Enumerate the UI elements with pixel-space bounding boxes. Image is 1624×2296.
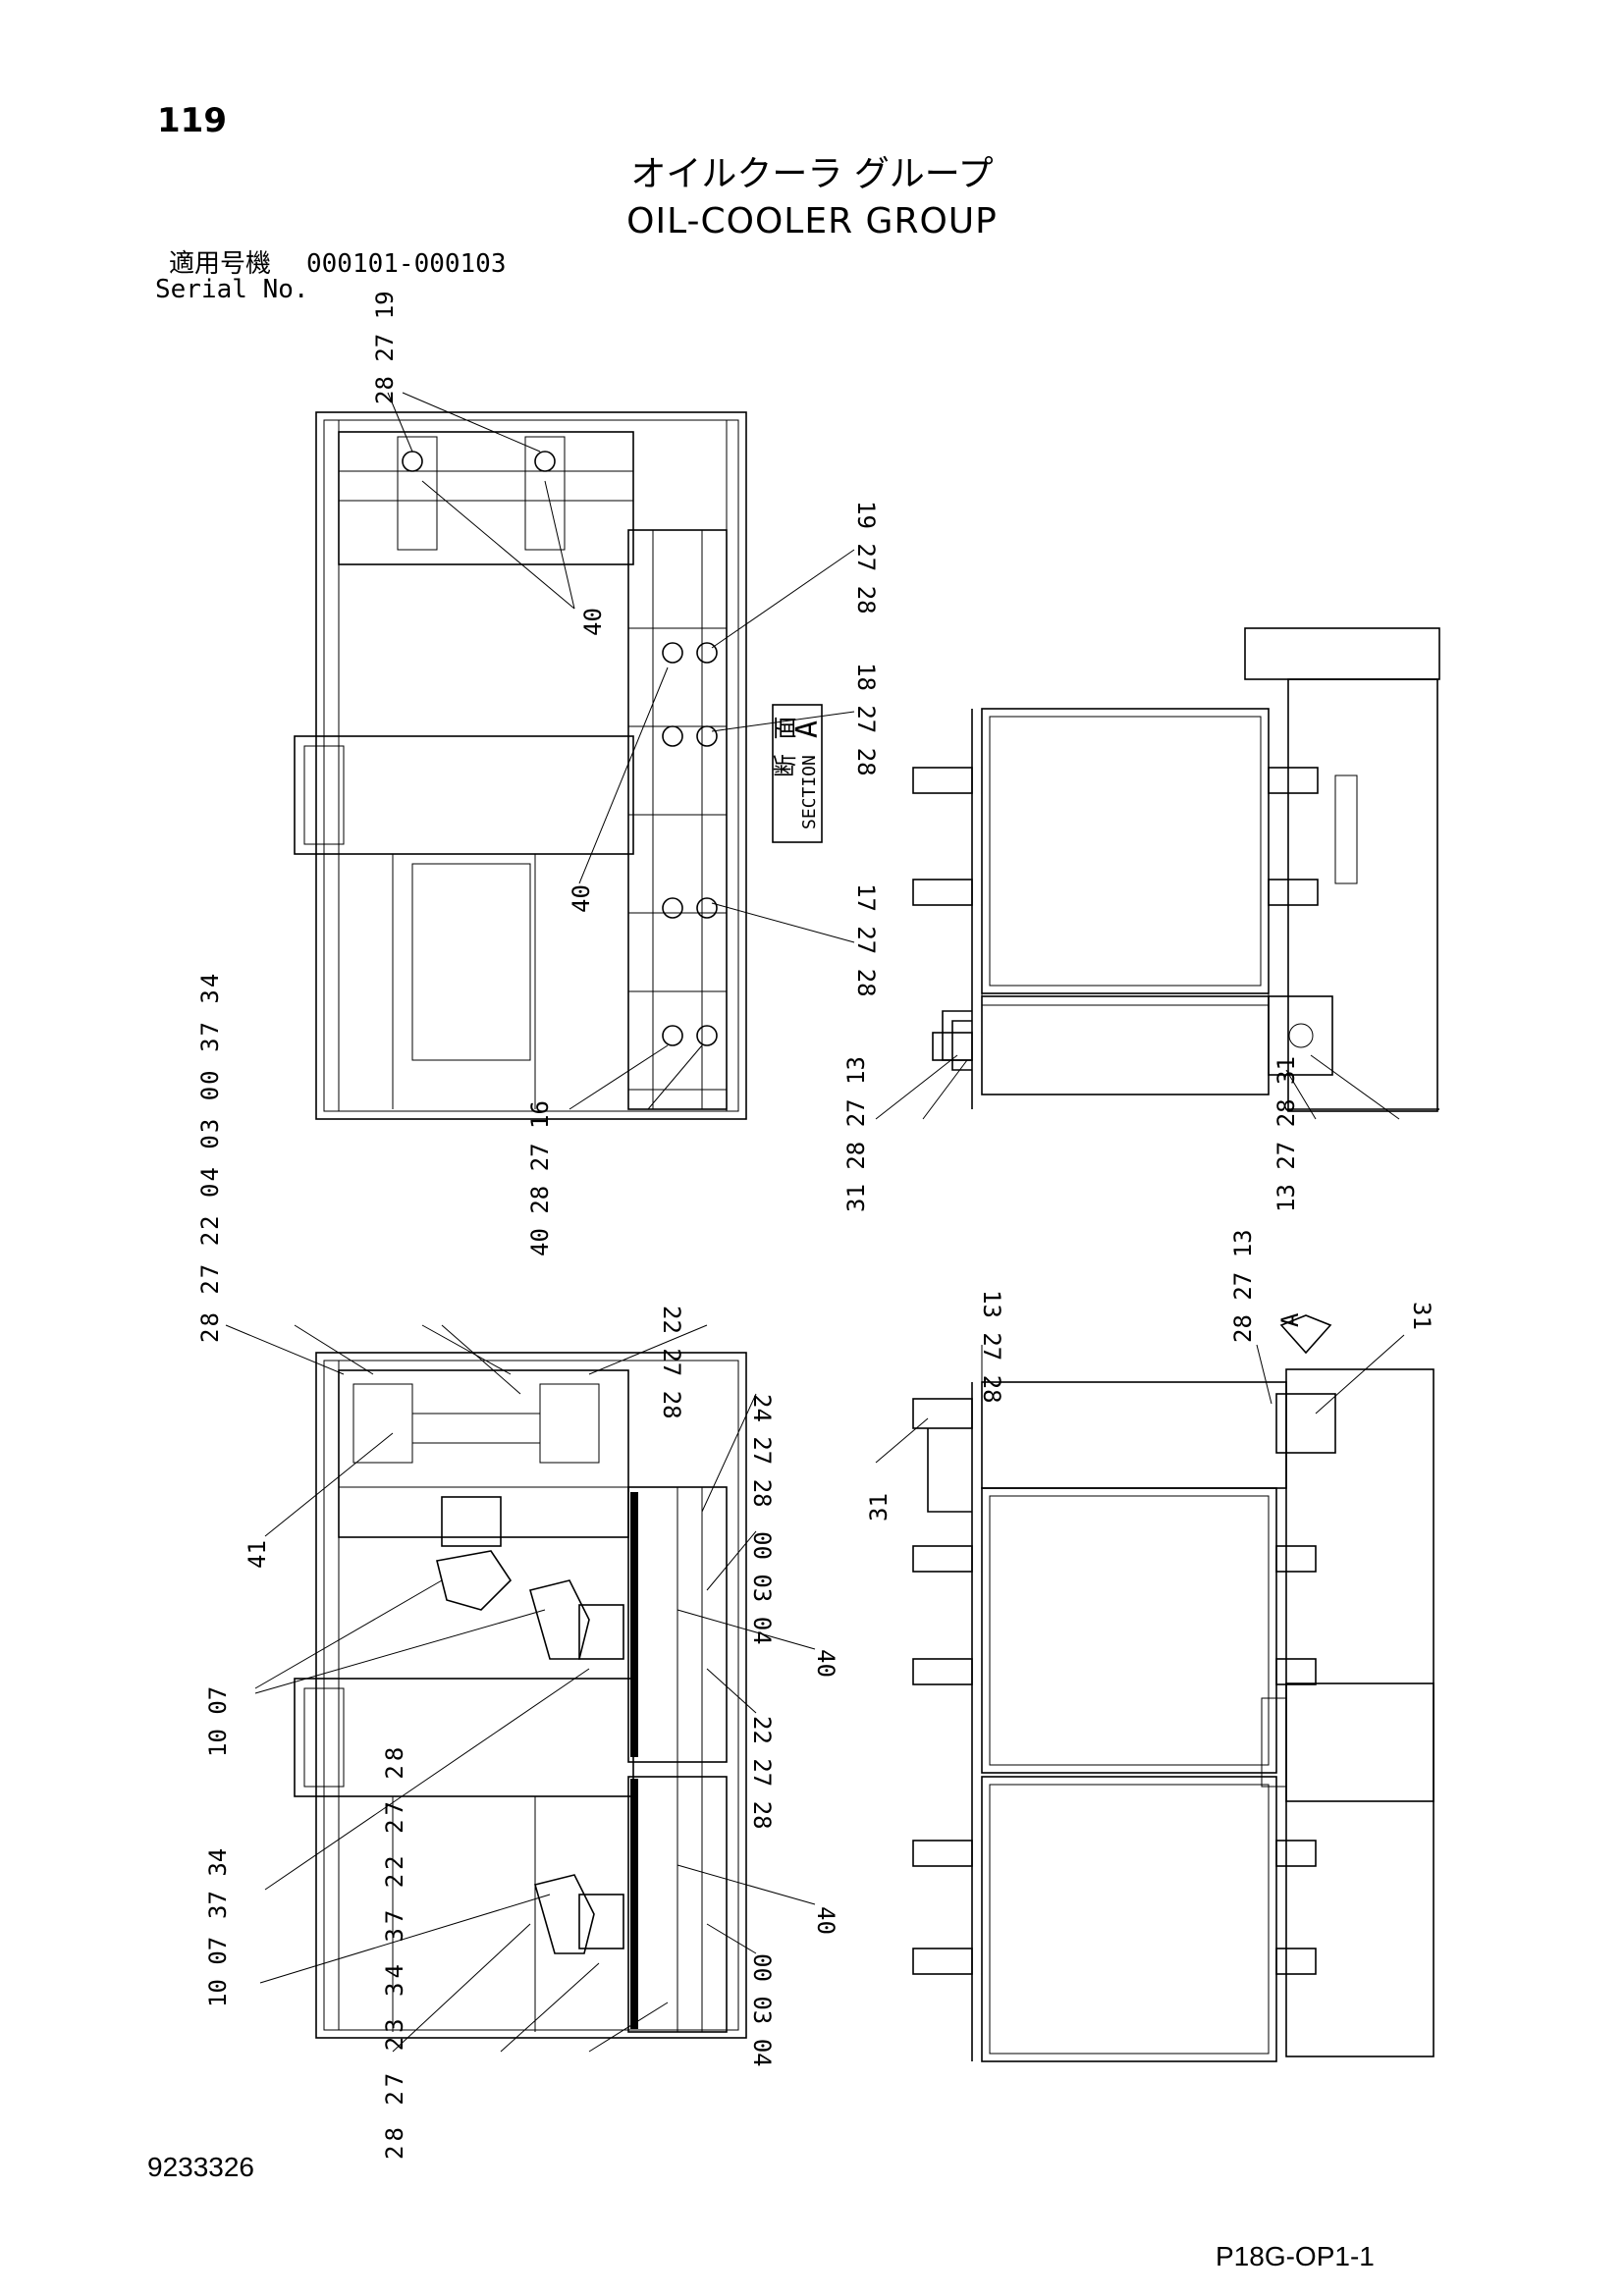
- callout-bl-r2: 00 03 04: [748, 1531, 776, 1645]
- page-number: 119: [157, 101, 227, 140]
- callout-bl-l3: 10 07: [204, 1937, 232, 2007]
- view-top-right: [875, 627, 1440, 1120]
- callout-tl-r3: 17 27 28: [852, 883, 880, 997]
- section-tag-en: SECTION: [799, 755, 820, 829]
- callout-tr-left: 31 28 27 13: [842, 1056, 870, 1212]
- callout-tl-r1: 19 27 28: [852, 501, 880, 614]
- callout-bl-r3: 22 27 28: [748, 1716, 776, 1830]
- callout-tl-top: 28 27 19: [371, 291, 399, 404]
- view-bottom-left: [225, 1324, 816, 2053]
- callout-tr-right: 13 27 28 31: [1272, 1056, 1300, 1212]
- callout-bl-l2: 37 34: [204, 1848, 232, 1919]
- section-tag-jp: 断 面: [772, 717, 799, 777]
- callout-bl-40a: 40: [812, 1649, 839, 1678]
- callout-bl-bottom: 28 27 23 34 37 22 27 28: [381, 1743, 408, 2160]
- callout-tl-r2: 18 27 28: [852, 663, 880, 776]
- callout-bl-top: 28 27 22 04 03 00 37 34: [196, 972, 224, 1343]
- callout-br-top-right: 31: [1408, 1302, 1435, 1330]
- callout-bl-top-right: 22 27 28: [658, 1306, 685, 1419]
- serial-range: 000101-000103: [306, 249, 507, 279]
- callout-tl-40b: 40: [568, 884, 595, 913]
- drawing-number: 9233326: [147, 2152, 255, 2182]
- page-code: P18G-OP1-1: [1216, 2241, 1375, 2271]
- callout-br-top-mid: 28 27 13: [1229, 1229, 1257, 1343]
- callout-bl-41: 41: [244, 1540, 271, 1569]
- callout-bl-l1: 10 07: [204, 1686, 232, 1757]
- view-top-left: [294, 392, 855, 1120]
- callout-br-left: 31: [865, 1493, 893, 1522]
- serial-label-english: Serial No.: [155, 275, 309, 304]
- section-tag-letter: A: [790, 721, 825, 738]
- view-bottom-right: [875, 1314, 1435, 2062]
- callout-tl-40a: 40: [579, 608, 607, 636]
- title-english: OIL-COOLER GROUP: [626, 201, 998, 241]
- title-japanese: オイルクーラ グループ: [630, 154, 994, 194]
- serial-label-japanese: 適用号機: [169, 249, 272, 279]
- arrow-marker-letter: A: [1276, 1312, 1304, 1327]
- callout-bl-r4: 00 03 04: [748, 1953, 776, 2067]
- callout-tl-bottom: 40 28 27 16: [526, 1100, 554, 1256]
- callout-bl-40b: 40: [812, 1906, 839, 1935]
- callout-br-top-left: 13 27 28: [978, 1290, 1005, 1404]
- callout-bl-r1: 24 27 28: [748, 1394, 776, 1508]
